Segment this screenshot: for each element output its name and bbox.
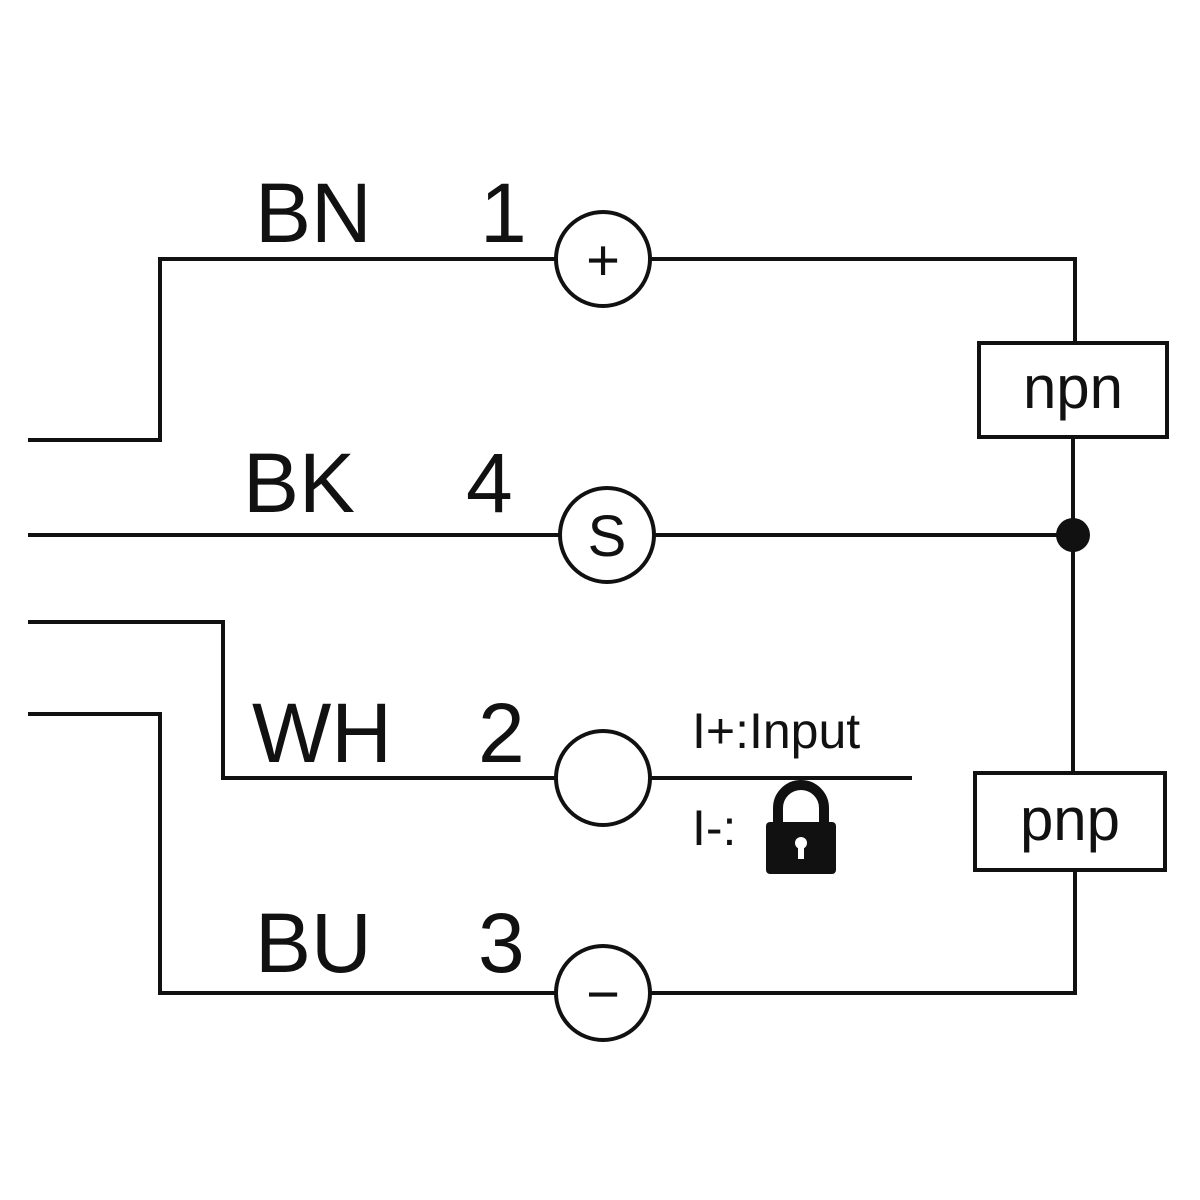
- pin1-circle: [554, 210, 652, 308]
- pnp-label: pnp: [1020, 786, 1120, 853]
- junction-dot: [1056, 518, 1090, 552]
- pin1-color-code: BN: [255, 166, 372, 260]
- pin1-symbol: +: [586, 228, 620, 293]
- wire-bu-right: [648, 868, 1077, 995]
- padlock-icon: [766, 780, 836, 874]
- npn-box: [977, 341, 1169, 439]
- npn-label: npn: [1023, 354, 1123, 421]
- pin4-number: 4: [466, 436, 513, 530]
- pin3-circle: [554, 944, 652, 1042]
- wire-wh: [28, 620, 558, 780]
- pin4-symbol: S: [588, 504, 627, 569]
- pin2-color-code: WH: [252, 686, 392, 780]
- pin2-number: 2: [478, 686, 525, 780]
- pin4-circle: [558, 486, 656, 584]
- wire-bn-right: [648, 257, 1077, 345]
- input-positive-note: I+:Input: [692, 703, 860, 759]
- pin4-color-code: BK: [243, 436, 355, 530]
- pin3-color-code: BU: [255, 896, 372, 990]
- input-negative-note: I-:: [692, 800, 736, 856]
- pin3-number: 3: [478, 896, 525, 990]
- wire-bu: [28, 712, 558, 995]
- pnp-box: [973, 771, 1167, 872]
- pin3-symbol: −: [586, 962, 620, 1027]
- pin1-number: 1: [480, 166, 527, 260]
- pin2-circle: [554, 729, 652, 827]
- wire-bn: [28, 257, 558, 442]
